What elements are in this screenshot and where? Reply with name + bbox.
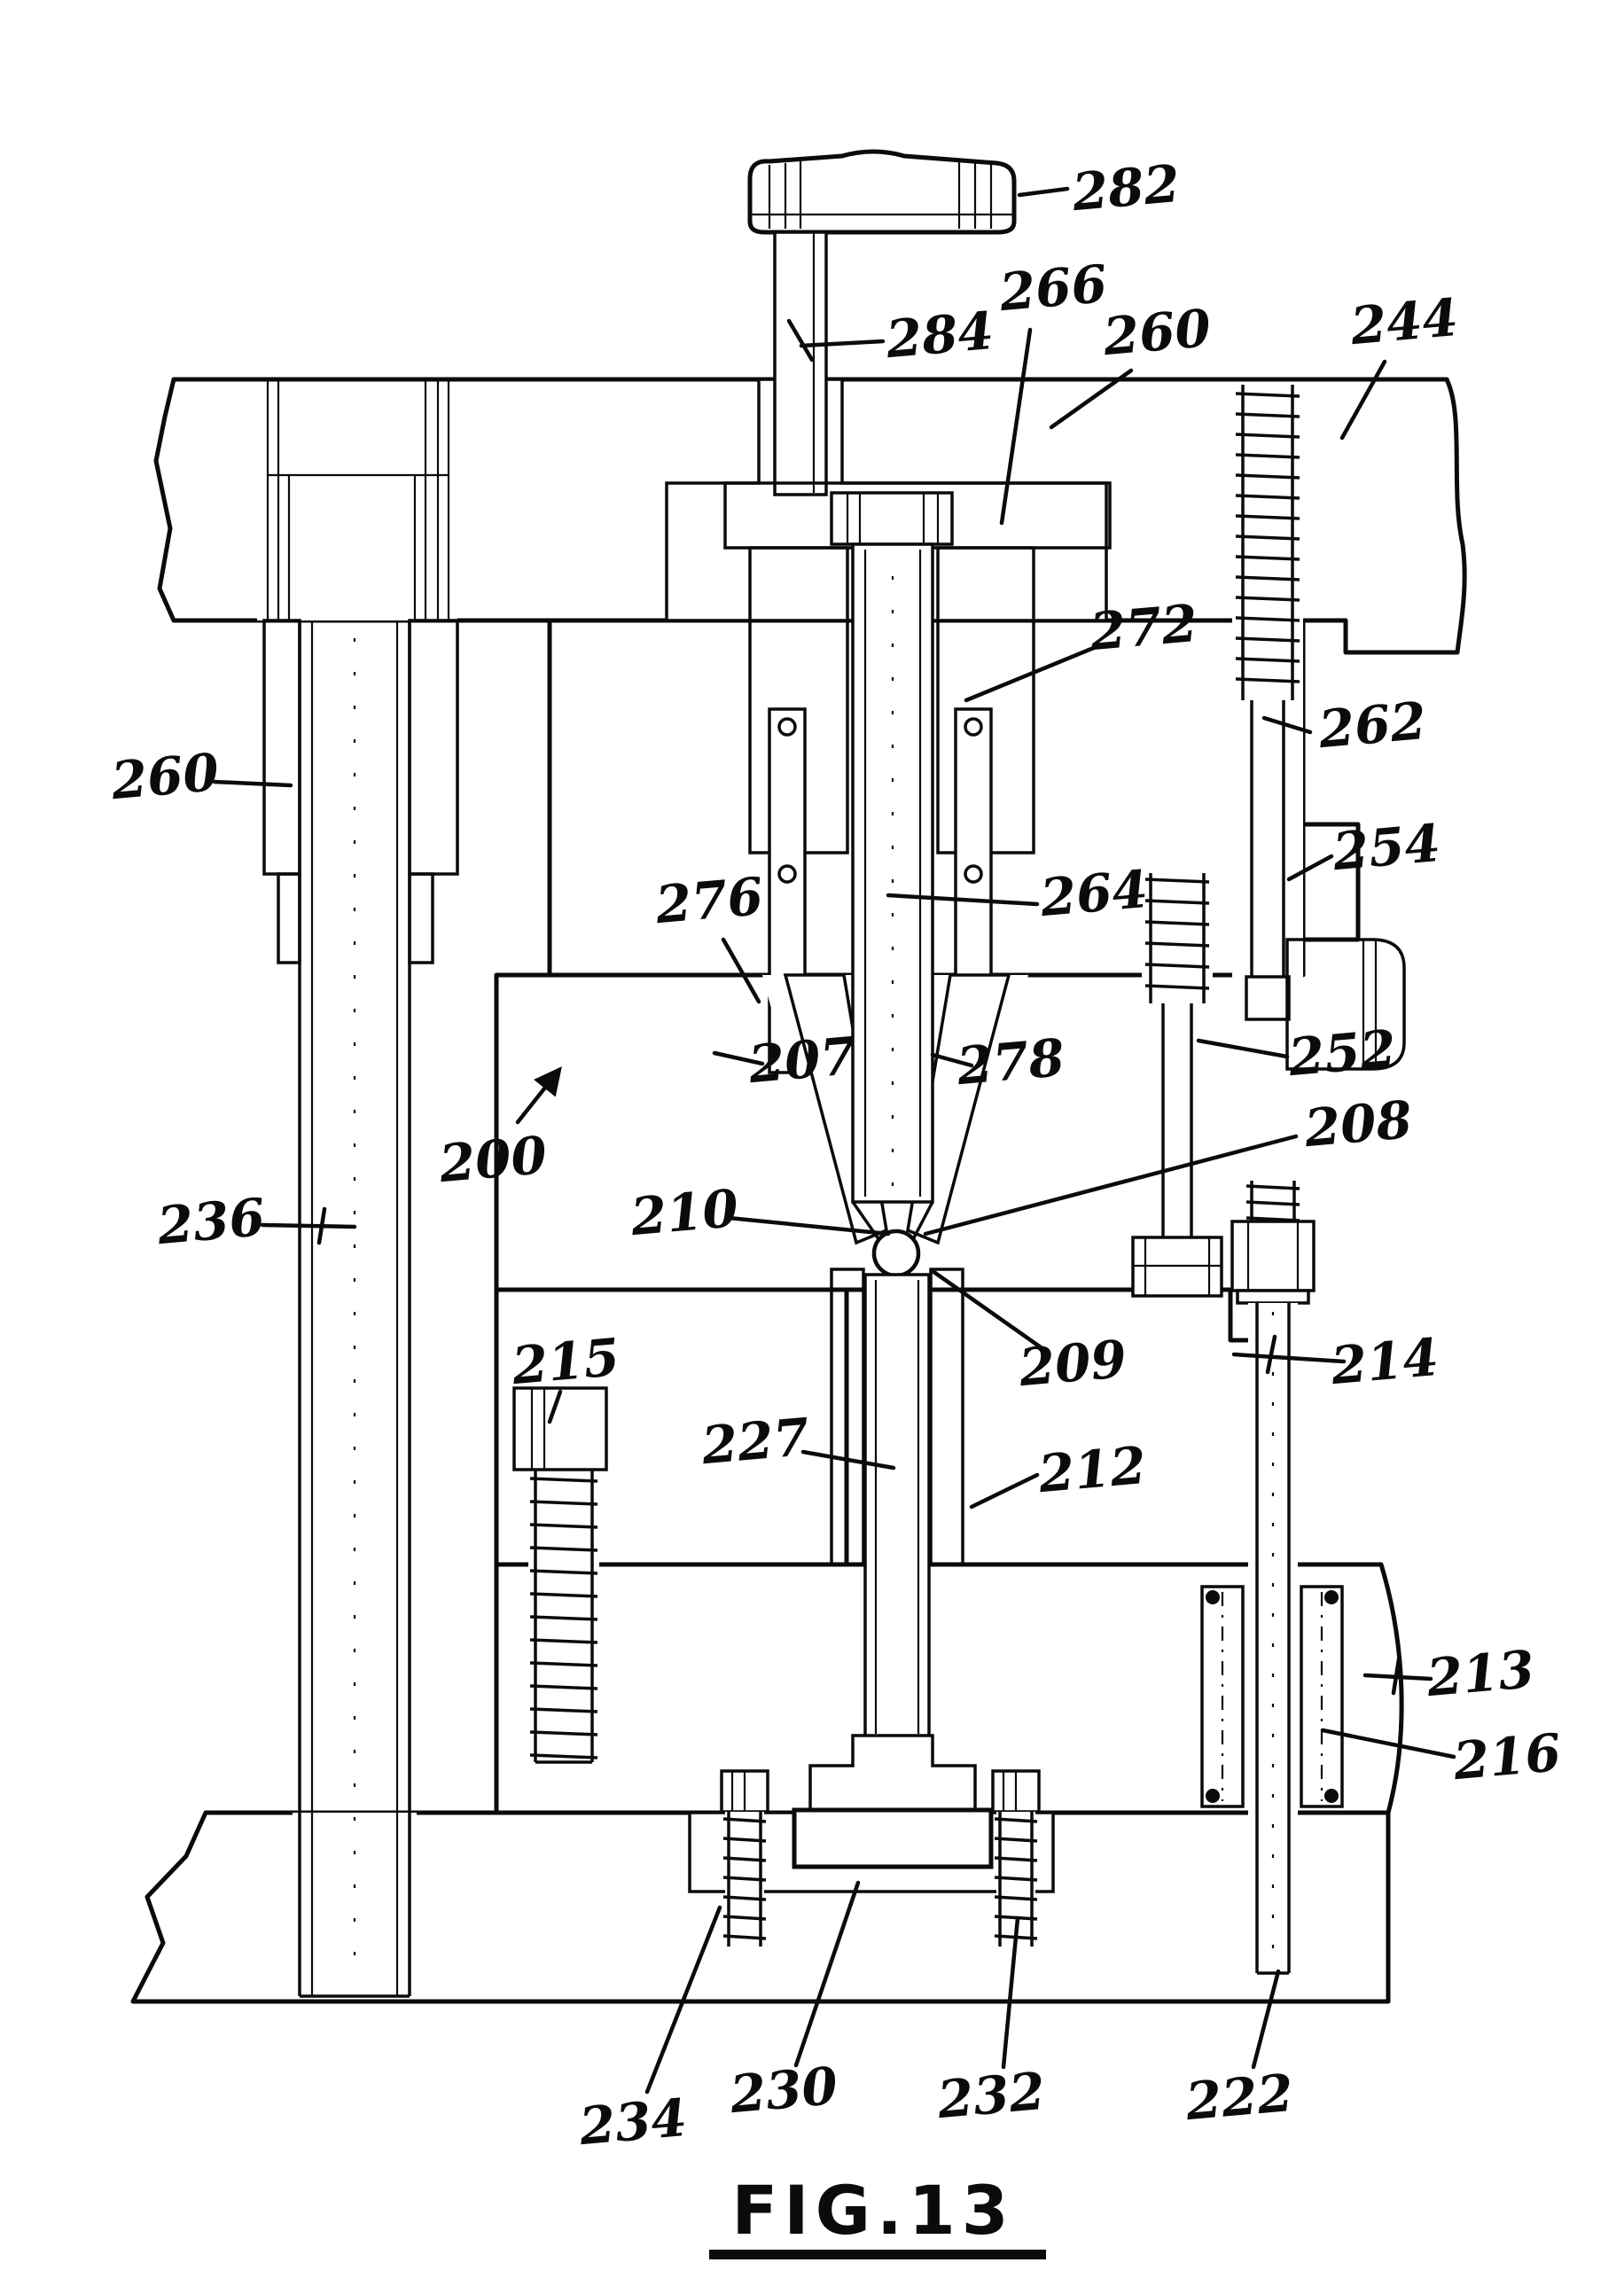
ref-label-210: 210 [628, 1178, 891, 1247]
svg-text:252: 252 [1285, 1018, 1399, 1088]
ref-label-222: 222 [1183, 1969, 1296, 2132]
hand-knob-282 [747, 149, 1017, 235]
svg-text:222: 222 [1183, 2063, 1296, 2132]
ref-label-252: 252 [1196, 1018, 1399, 1088]
figure-caption-text: FIG.13 [731, 2171, 1014, 2250]
ref-label-227: 227 [699, 1407, 896, 1476]
bottom-plate-222 [130, 1810, 1391, 2004]
svg-text:230: 230 [727, 2056, 840, 2125]
svg-text:260: 260 [1100, 298, 1214, 367]
bolt-252 [1131, 873, 1223, 1298]
center-valve-rod [851, 542, 934, 1741]
svg-text:227: 227 [699, 1407, 812, 1476]
ref-label-284: 284 [786, 300, 996, 370]
ref-label-207: 207 [712, 1026, 859, 1095]
ref-label-230: 230 [727, 1880, 861, 2125]
stem-rod-284 [773, 230, 828, 496]
bottom-clamp-assembly [688, 1734, 1055, 1947]
ref-label-278: 278 [930, 1027, 1067, 1096]
svg-text:214: 214 [1328, 1327, 1441, 1396]
ref-label-208: 208 [923, 1089, 1415, 1237]
plate-213 [494, 1562, 1404, 1815]
svg-text:282: 282 [1069, 153, 1183, 222]
funnel-wall-left [783, 973, 888, 1245]
bolt-215 [512, 1386, 608, 1766]
gate-sleeve-left [830, 1268, 865, 1566]
gate-ball [871, 1229, 921, 1278]
svg-text:232: 232 [934, 2061, 1048, 2130]
svg-text:262: 262 [1316, 690, 1429, 760]
clamp-bracket-252 [1285, 938, 1406, 1071]
ref-label-234: 234 [576, 1905, 722, 2157]
ref-label-244: 244 [1339, 287, 1461, 441]
ref-label-236: 236 [154, 1187, 357, 1256]
cylinder-rod-236 [298, 620, 411, 1998]
svg-text:276: 276 [652, 866, 766, 935]
ref-label-212: 212 [969, 1435, 1149, 1510]
svg-text:254: 254 [1330, 813, 1443, 882]
guide-bushings-216 [1200, 1585, 1344, 1808]
ref-label-216: 216 [1320, 1722, 1564, 1791]
ref-label-232: 232 [934, 1915, 1048, 2130]
svg-text:210: 210 [628, 1178, 741, 1247]
svg-text:216: 216 [1450, 1722, 1564, 1791]
svg-text:207: 207 [746, 1026, 859, 1095]
svg-text:215: 215 [509, 1327, 622, 1396]
ref-label-266: 266 [996, 254, 1110, 526]
clamp-plate-230 [792, 1807, 994, 1869]
bushing-screw-head [830, 491, 954, 546]
sleeve-wall-right [408, 619, 459, 876]
ref-label-276: 276 [652, 866, 766, 1004]
ref-label-260: 260 [108, 742, 293, 811]
svg-text:208: 208 [1301, 1089, 1415, 1159]
svg-text:272: 272 [1087, 593, 1200, 662]
svg-text:200: 200 [436, 1125, 550, 1194]
svg-text:244: 244 [1347, 287, 1461, 356]
ref-label-213: 213 [1362, 1639, 1537, 1708]
ref-label-254: 254 [1286, 813, 1443, 882]
sleeve-wall-left-lower [277, 872, 301, 964]
sleeve-wall-right-lower [408, 872, 434, 964]
ref-label-209: 209 [930, 1268, 1129, 1398]
caption-underline [709, 2250, 1046, 2259]
svg-text:234: 234 [576, 2087, 690, 2157]
bolt-214 [1230, 1181, 1316, 1975]
gate-sleeve-right [929, 1268, 964, 1566]
svg-text:264: 264 [1037, 859, 1151, 928]
top-clamp-plate [153, 377, 1467, 655]
clamp-screw-left [720, 1769, 769, 1947]
svg-text:213: 213 [1424, 1639, 1537, 1708]
cylinder-channel-lines [266, 379, 450, 620]
ref-label-260: 260 [1049, 298, 1214, 430]
svg-text:260: 260 [108, 742, 222, 811]
ref-label-262: 262 [1261, 690, 1429, 760]
bolt-262 [1235, 385, 1300, 1021]
ref-label-200: 200 [436, 1066, 562, 1194]
sleeve-wall-left [262, 619, 301, 876]
svg-text:278: 278 [954, 1027, 1067, 1096]
svg-text:284: 284 [883, 300, 996, 370]
left-cylinder-assembly [262, 619, 459, 1998]
ref-label-214: 214 [1231, 1327, 1441, 1396]
ref-label-264: 264 [886, 859, 1151, 928]
svg-text:212: 212 [1035, 1435, 1149, 1504]
figure-caption: FIG.13 [709, 2171, 1046, 2259]
svg-text:266: 266 [996, 254, 1110, 323]
ref-label-215: 215 [509, 1327, 622, 1424]
ref-label-272: 272 [964, 593, 1200, 703]
ref-label-282: 282 [1017, 153, 1183, 222]
rod-flange [808, 1734, 977, 1812]
svg-text:209: 209 [1016, 1329, 1129, 1398]
svg-text:236: 236 [154, 1187, 268, 1256]
